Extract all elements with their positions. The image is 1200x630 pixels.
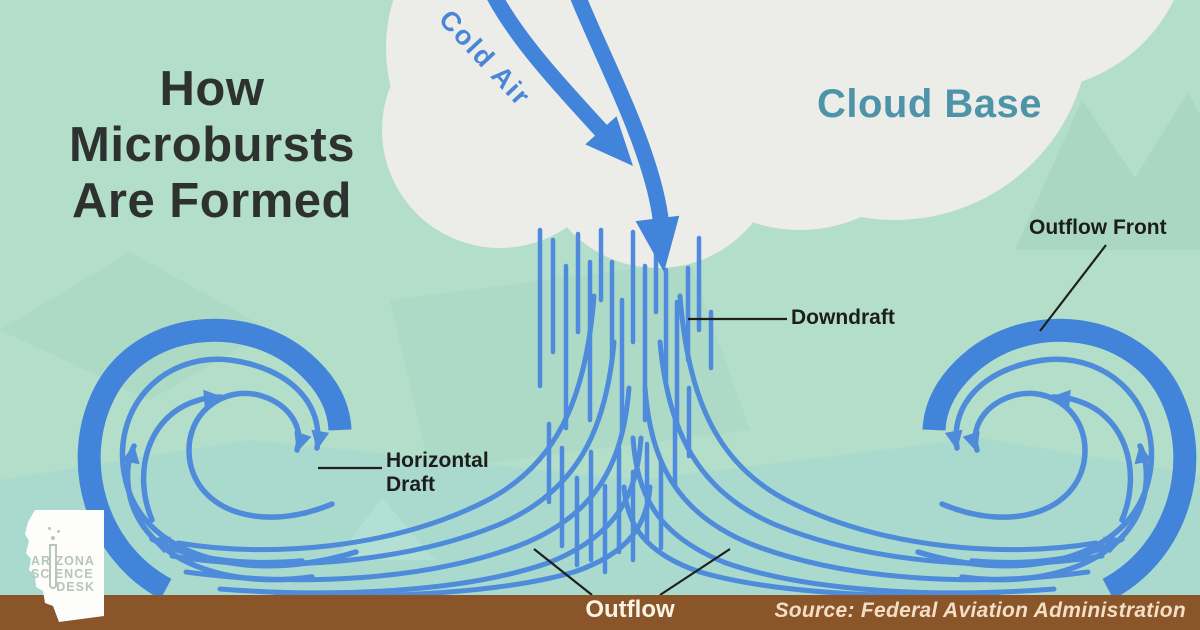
logo-line-desk: DESK [56, 580, 95, 594]
page-title: How Microbursts Are Formed [16, 62, 408, 230]
logo-line-science: SCIENCE [31, 567, 94, 581]
bubble-icon [57, 530, 60, 533]
arizona-science-desk-logo: ARIZONA SCIENCE DESK [22, 510, 104, 622]
horizontal-draft-label: Horizontal Draft [386, 449, 489, 496]
title-line-3: Are Formed [71, 173, 352, 228]
bubble-icon [51, 536, 55, 540]
title-line-2: Microbursts [69, 117, 355, 172]
ground-bar [0, 595, 1200, 630]
source-credit: Source: Federal Aviation Administration [774, 599, 1186, 622]
cold-air-arrows [487, 0, 680, 272]
cloud-base-label: Cloud Base [817, 82, 1043, 126]
downdraft-label: Downdraft [791, 306, 895, 329]
cloud-shape [382, 0, 1174, 268]
title-line-1: How [159, 62, 265, 116]
bubble-icon [48, 527, 51, 530]
outflow-front-label: Outflow Front [1029, 216, 1167, 239]
outflow-label: Outflow [585, 596, 675, 623]
leader-lines [318, 244, 1107, 596]
test-tube-icon [49, 544, 57, 589]
logo-line-arizona: ARIZONA [31, 554, 95, 568]
logo-text: ARIZONA SCIENCE DESK [31, 555, 97, 594]
arizona-state-icon [25, 510, 104, 622]
